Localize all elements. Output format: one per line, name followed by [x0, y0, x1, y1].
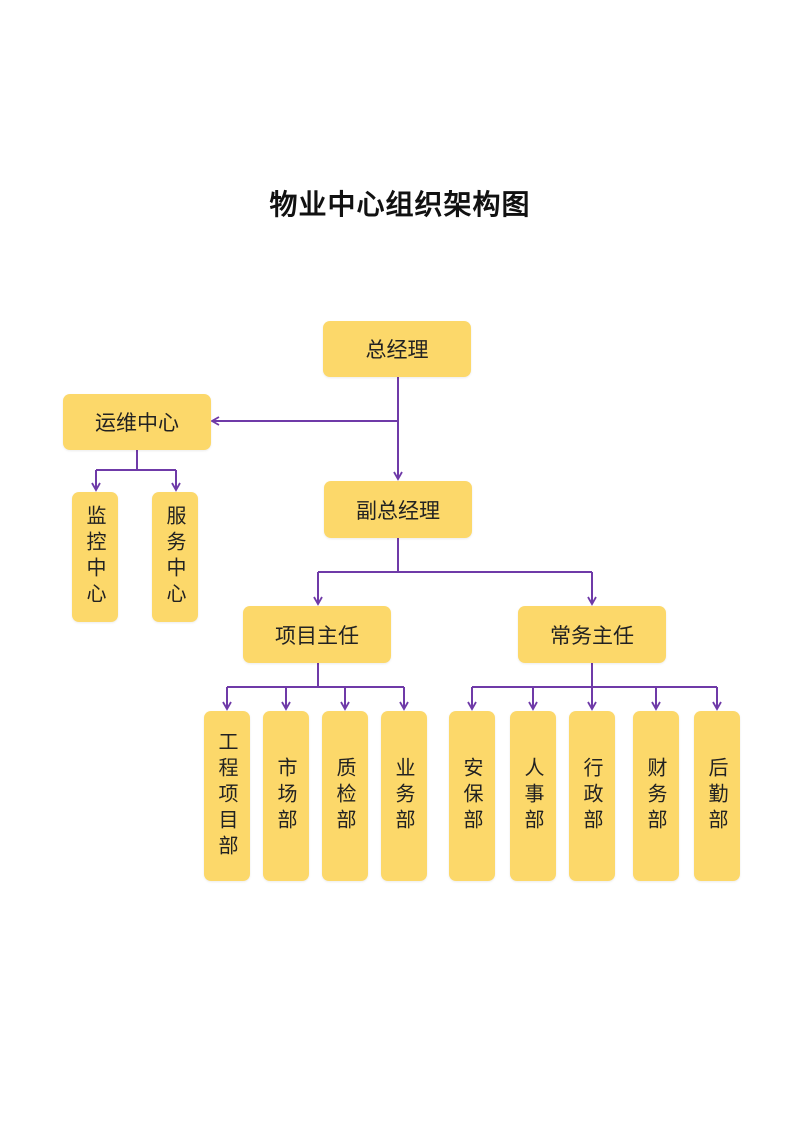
node-label: 人事部 [521, 757, 545, 835]
node-hr-dept: 人事部 [510, 711, 556, 881]
node-business-dept: 业务部 [381, 711, 427, 881]
node-admin-dept: 行政部 [569, 711, 615, 881]
node-general-manager: 总经理 [323, 321, 471, 377]
node-routine-director: 常务主任 [518, 606, 666, 663]
node-label: 安保部 [460, 757, 484, 835]
node-label: 业务部 [392, 757, 416, 835]
chart-title: 物业中心组织架构图 [269, 188, 531, 221]
node-label: 常务主任 [550, 623, 634, 648]
node-service-center: 服务中心 [152, 492, 198, 622]
node-logistics-dept: 后勤部 [694, 711, 740, 881]
node-label: 行政部 [580, 757, 604, 835]
node-monitor-center: 监控中心 [72, 492, 118, 622]
node-label: 市场部 [274, 757, 298, 835]
node-ops-center: 运维中心 [63, 394, 211, 450]
node-label: 质检部 [333, 757, 357, 835]
node-security-dept: 安保部 [449, 711, 495, 881]
node-label: 副总经理 [356, 498, 440, 523]
node-label: 运维中心 [95, 411, 179, 435]
node-label: 服务中心 [163, 505, 187, 609]
node-engineering-dept: 工程项目部 [204, 711, 250, 881]
node-deputy-gm: 副总经理 [324, 481, 472, 538]
node-finance-dept: 财务部 [633, 711, 679, 881]
node-label: 后勤部 [705, 757, 729, 835]
node-quality-dept: 质检部 [322, 711, 368, 881]
node-label: 财务部 [644, 757, 668, 835]
node-project-director: 项目主任 [243, 606, 391, 663]
node-label: 监控中心 [83, 505, 107, 609]
node-label: 项目主任 [275, 623, 359, 648]
node-label: 工程项目部 [215, 731, 239, 861]
node-label: 总经理 [365, 338, 429, 362]
node-market-dept: 市场部 [263, 711, 309, 881]
